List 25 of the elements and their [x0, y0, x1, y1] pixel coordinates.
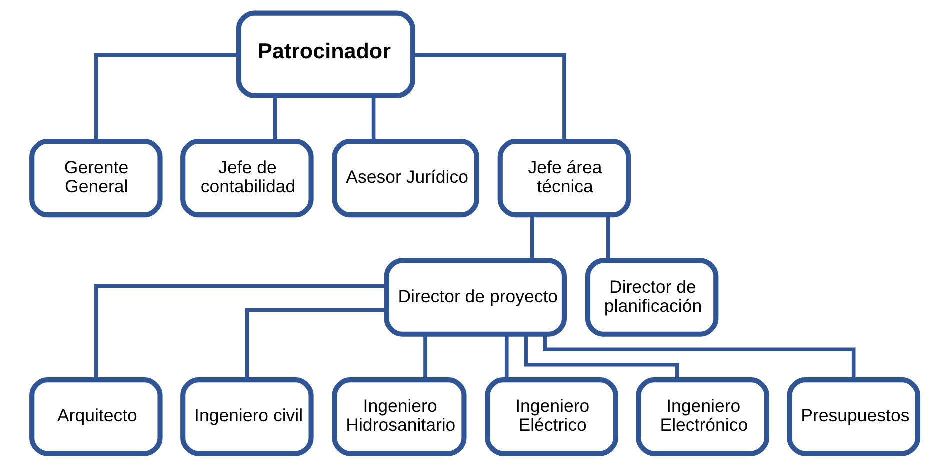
connector	[372, 96, 376, 142]
connector	[413, 53, 566, 142]
connector	[424, 334, 428, 380]
node-box: Ingeniero Hidrosanitario	[332, 378, 467, 456]
connector	[543, 334, 856, 380]
node-box: Gerente General	[30, 138, 163, 218]
connector	[606, 215, 610, 261]
node-box: Director de proyecto	[384, 258, 568, 337]
connector	[530, 215, 534, 261]
node-box: Presupuestos	[787, 378, 920, 456]
connector	[504, 334, 509, 380]
node-box: Director de planificación	[585, 258, 719, 337]
node-box: Ingeniero Eléctrico	[485, 378, 618, 456]
node-box: Ingeniero civil	[180, 378, 314, 456]
connector	[273, 96, 278, 142]
node-box: Jefe de contabilidad	[180, 138, 314, 218]
connector	[245, 308, 387, 380]
node-box: Jefe área técnica	[498, 138, 632, 218]
node-box: Arquitecto	[30, 378, 163, 456]
node-box: Ingeniero Electrónico	[636, 378, 770, 456]
connector	[94, 284, 387, 380]
connector	[94, 53, 239, 142]
node-box: Patrocinador	[236, 10, 416, 98]
connector	[524, 334, 680, 380]
node-box: Asesor Jurídico	[332, 138, 480, 218]
